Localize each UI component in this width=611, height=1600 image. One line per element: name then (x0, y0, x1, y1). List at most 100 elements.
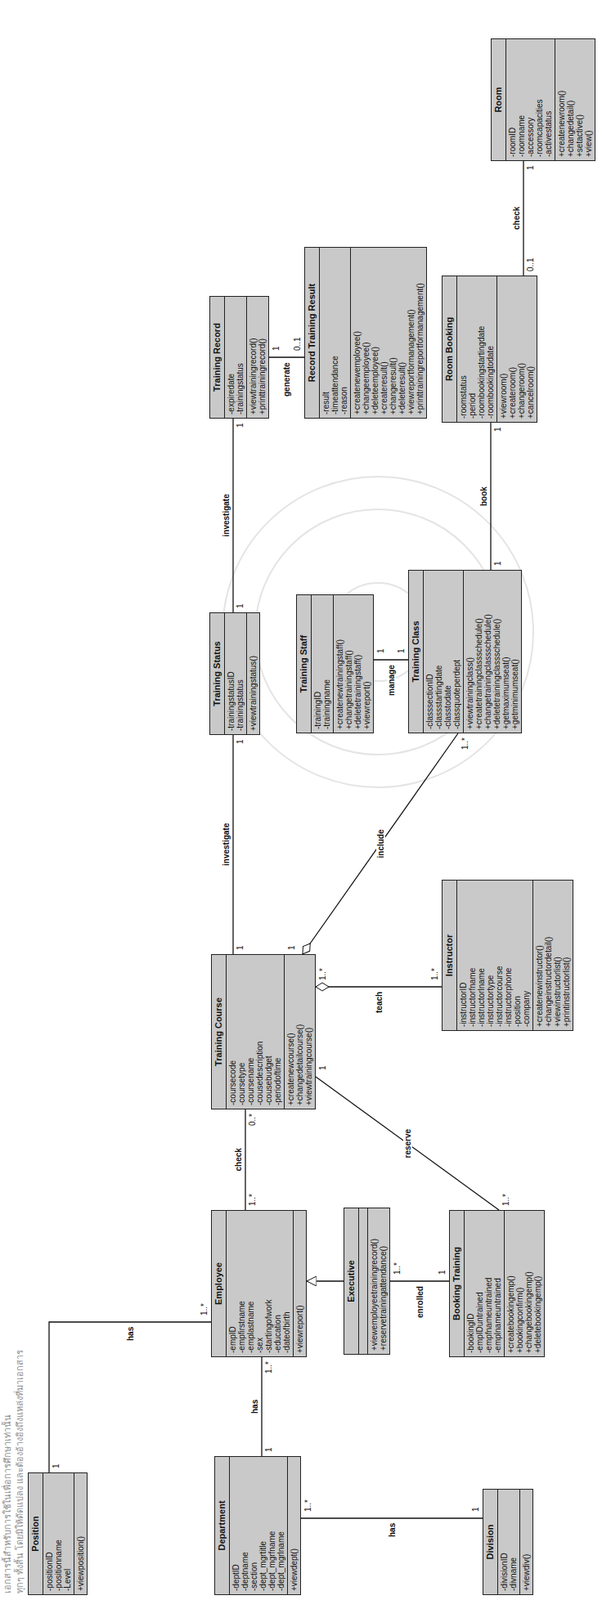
association-name: teach (374, 991, 384, 1015)
multiplicity: 1..* (264, 1361, 274, 1375)
association-name: generate (282, 361, 292, 398)
multiplicity: 1 (396, 647, 406, 655)
class-name: Room Booking (442, 276, 457, 423)
class-box: Room Booking-roomstatus -period -roomboo… (441, 275, 538, 423)
edge-group (49, 161, 524, 1519)
class-box: Training Record-expiredate -trainingstat… (209, 296, 270, 419)
operation-list: +viewtrainingclass() +createtrainingclas… (465, 574, 520, 730)
multiplicity: 1 (235, 602, 245, 610)
class-box: Instructor-instructorID -instructorfname… (441, 880, 574, 1032)
operation-list: +viewemployeetrainingrecord() +reservetr… (369, 1212, 388, 1352)
association-line (315, 1077, 499, 1211)
multiplicity: 1..* (460, 736, 470, 751)
association-line (301, 1518, 483, 1519)
class-name: Training Class (408, 570, 423, 733)
class-name: Training Status (210, 613, 225, 735)
multiplicity: 1..* (430, 967, 440, 982)
class-name: Division (483, 1490, 498, 1595)
multiplicity: 1..* (247, 1193, 257, 1208)
watermark-text: ทุกๆ ทั้งสิ้น โดยมิให้ดัดแปลง และต้องอ้า… (14, 1350, 26, 1595)
class-name: Employee (211, 1211, 226, 1357)
multiplicity: 1 (471, 1506, 481, 1514)
operation-list: +createnewemployee() +changeemployee() +… (352, 251, 425, 415)
class-box: Training Class-classsectionID -classstar… (408, 570, 522, 734)
multiplicity: 1 (264, 1446, 274, 1454)
association-name: reserve (403, 1128, 413, 1160)
class-box: Executive +viewemployeetrainingrecord() +… (343, 1208, 391, 1356)
association-name: manage (386, 664, 396, 697)
attribute-list: -classsectionID -classstartingdate -clas… (425, 574, 462, 730)
association-name: book (479, 485, 489, 508)
attribute-list: -deptID -deptname -section -dept_mgrtitl… (231, 1460, 286, 1592)
compartment: +viewdept() (287, 1457, 301, 1595)
multiplicity: 1..* (303, 1499, 313, 1514)
association-line (306, 1280, 344, 1282)
association-name: investigate (221, 493, 231, 538)
class-box: Training Course-coursecode -coursetype -… (211, 954, 316, 1110)
multiplicity: 0..* (247, 1113, 257, 1128)
seal-ring (222, 476, 534, 788)
class-box: Position-positionID -positionname -Level… (27, 1473, 88, 1596)
class-box: Room-roomID -roomname -accessory -roomca… (490, 38, 596, 162)
compartment: -deptID -deptname -section -dept_mgrtitl… (229, 1457, 288, 1595)
attribute-list: -coursecode -coursetype -coursename -cou… (228, 958, 283, 1106)
class-box: Department-deptID -deptname -section -de… (214, 1456, 302, 1596)
class-box: Training Staff-trainingID -trainingname+… (296, 594, 374, 734)
attribute-list: -roomID -roomname -accessory -roomcapaci… (507, 42, 553, 158)
class-name: Department (215, 1457, 230, 1595)
compartment: +viewposition() (73, 1473, 87, 1595)
compartment: +viewtrainingstatus() (246, 613, 260, 735)
operation-list: +createbookingemp() +bookingconfirm() +c… (506, 1214, 543, 1354)
operation-list: +viewposition() (76, 1477, 86, 1592)
class-name: Instructor (442, 880, 457, 1031)
multiplicity: 1 (235, 738, 245, 746)
operation-list: +viewtrainingstatus() (248, 616, 258, 732)
association-name: has (250, 1399, 260, 1416)
association-name: has (387, 1523, 397, 1539)
association-name: check (233, 1147, 243, 1173)
compartment: -coursecode -coursetype -coursename -cou… (225, 955, 284, 1110)
compartment: -roomstatus -period -roombookingstarting… (456, 276, 497, 423)
watermark-text: เอกสารนี้สำหรับการใช้ในเพื่อการศึกษาเท่า… (2, 1415, 14, 1595)
compartment: +createnewcourse() +changedetailcourse()… (283, 955, 315, 1110)
attribute-list: -expiredate -trainingstatus (226, 300, 245, 415)
association-line (260, 1357, 262, 1457)
operation-list: +createnewcourse() +changedetailcourse()… (286, 958, 314, 1106)
class-name: Training Record (210, 296, 225, 418)
class-box: Booking Training-bookingID -empIDuntrain… (449, 1210, 545, 1358)
multiplicity: 0..1 (525, 256, 535, 273)
association-line (244, 1109, 246, 1211)
multiplicity: 1 (437, 1269, 447, 1276)
attribute-list: -result -timeattendance -reason (321, 251, 349, 415)
operation-list: +viewreport() (295, 1214, 305, 1354)
compartment: +createnewroom() +changedetail() +setact… (554, 39, 595, 161)
association-name: has (125, 1326, 135, 1343)
compartment: +createbookingemp() +bookingconfirm() +c… (503, 1211, 544, 1357)
compartment: -expiredate -trainingstatus (224, 296, 247, 418)
compartment: +viewreport() (292, 1211, 306, 1357)
compartment: -instructorID -instructorfname -instruct… (456, 880, 533, 1031)
class-name: Training Course (211, 955, 226, 1110)
multiplicity: 1 (287, 944, 297, 952)
compartment: -trainingstatusID -trainingstatus (224, 613, 247, 735)
attribute-list: -roomstatus -period -roombookingstarting… (458, 279, 495, 419)
association-name: investigate (221, 822, 231, 868)
multiplicity: 0..1 (292, 336, 302, 352)
operation-list: +createnewroom() +changedetail() +setact… (557, 42, 594, 158)
multiplicity: 1 (493, 426, 503, 433)
compartment: -roomID -roomname -accessory -roomcapaci… (505, 39, 555, 161)
compartment: +createnewtrainingstaff() +changetrainin… (332, 595, 373, 733)
multiplicity: 1 (271, 345, 281, 352)
attribute-list: -empID -empfirstname -emplastname -sex -… (228, 1214, 292, 1354)
multiplicity: 1 (51, 1463, 61, 1470)
association-line (373, 659, 409, 661)
operation-list: +viewdiv() (521, 1493, 531, 1592)
multiplicity: 1..* (318, 967, 328, 982)
association-line (315, 986, 442, 988)
class-name: Executive (344, 1208, 359, 1355)
attribute-compartment (358, 1208, 368, 1355)
compartment: -empID -empfirstname -emplastname -sex -… (225, 1211, 293, 1357)
